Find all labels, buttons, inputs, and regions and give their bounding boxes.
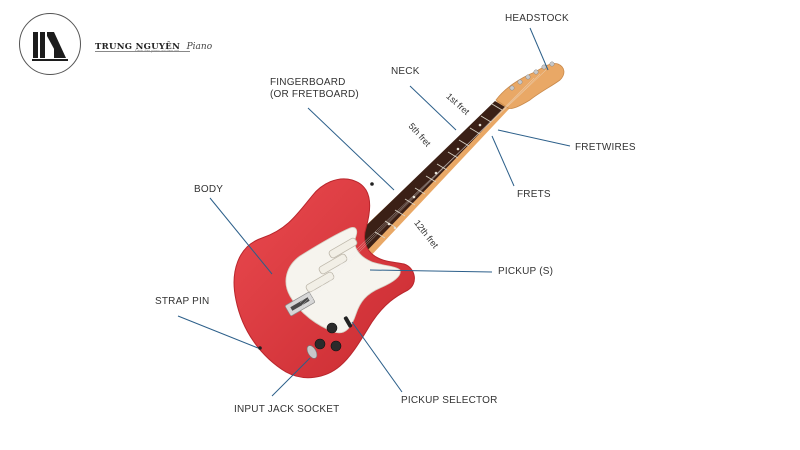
brand-logo <box>19 13 81 75</box>
brand-text: TRUNG NGUYÊN Piano <box>95 36 212 54</box>
label-pickup-selector: PICKUP SELECTOR <box>401 395 498 406</box>
leader-neck <box>409 85 457 131</box>
leader-input-jack <box>271 357 311 397</box>
label-frets: FRETS <box>517 189 551 200</box>
leader-strap-pin <box>177 315 259 349</box>
fingerboard <box>344 101 505 256</box>
brand-script: Piano <box>186 42 213 52</box>
brand-name: TRUNG NGUYÊN <box>95 42 181 52</box>
leader-pickup-selector <box>351 321 403 393</box>
label-pickups: PICKUP (S) <box>498 266 554 277</box>
label-input-jack: INPUT JACK SOCKET <box>234 404 340 415</box>
strings <box>299 69 547 308</box>
strap-pin <box>258 346 262 350</box>
pickup-selector-switch <box>343 316 353 328</box>
pickguard <box>285 227 401 334</box>
leader-fretwires <box>497 129 571 147</box>
leader-pickups <box>369 269 493 273</box>
label-fretwires: FRETWIRES <box>575 142 636 153</box>
leader-fingerboard <box>307 107 395 191</box>
piano-logo-icon <box>32 32 68 61</box>
leader-frets <box>491 135 515 187</box>
leader-lines <box>177 27 571 397</box>
brand-underline <box>95 51 190 52</box>
headstock <box>495 63 565 109</box>
brand-tagline: Đánh đàn piano với đam mê <box>135 49 180 53</box>
label-fingerboard-line2: (OR FRETBOARD) <box>270 89 359 100</box>
leader-headstock <box>529 27 549 71</box>
label-neck: NECK <box>391 66 420 77</box>
fret-dots <box>387 123 482 230</box>
label-headstock: HEADSTOCK <box>505 13 569 24</box>
leader-body <box>209 197 273 275</box>
control-knobs <box>314 322 342 352</box>
label-fingerboard-line1: FINGERBOARD <box>270 77 346 88</box>
input-jack <box>306 345 318 359</box>
label-strap-pin: STRAP PIN <box>155 296 210 307</box>
strap-pin-top <box>370 182 374 186</box>
tuning-pegs <box>509 61 555 91</box>
pickups <box>305 237 358 293</box>
label-body: BODY <box>194 184 224 195</box>
